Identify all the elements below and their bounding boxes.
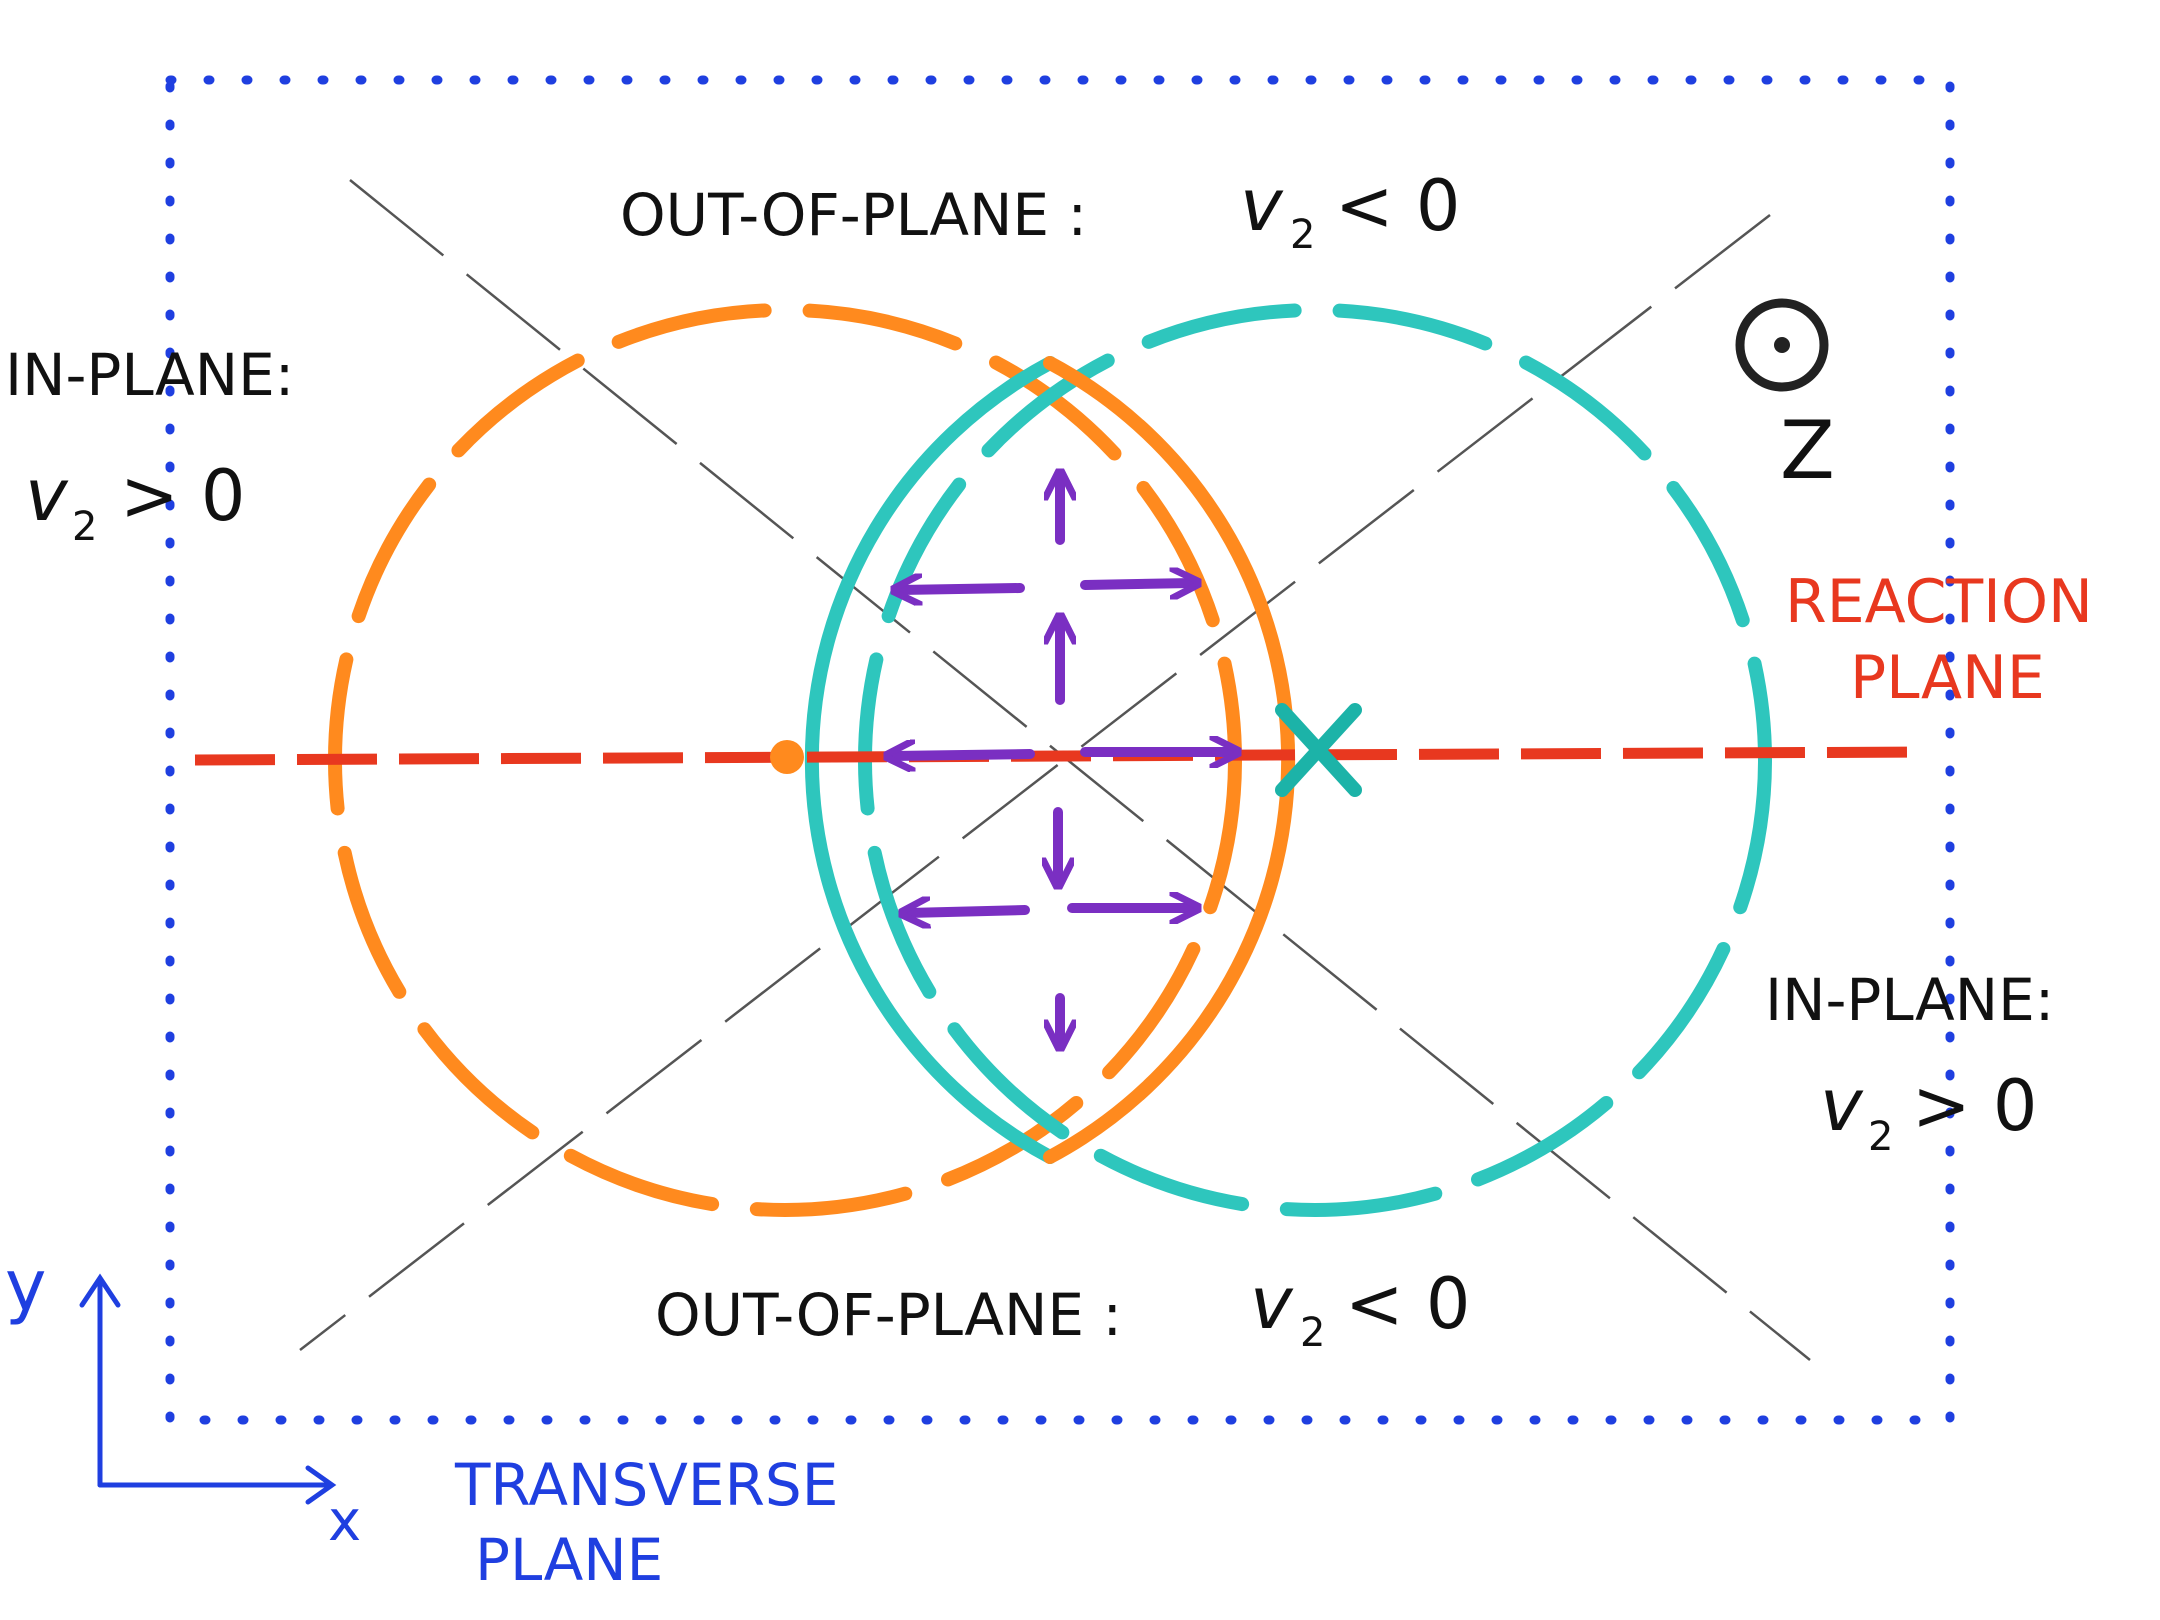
transverse-plane-label-line1: TRANSVERSE (454, 1451, 838, 1519)
svg-text:v: v (1820, 1063, 1864, 1147)
svg-text:v: v (25, 453, 69, 537)
pressure-gradient-arrows (893, 478, 1232, 1042)
y-axis-label: y (5, 1245, 46, 1327)
out-of-page-circle-dot-icon (1735, 298, 1829, 392)
svg-text:< 0: < 0 (1335, 165, 1460, 247)
svg-text:< 0: < 0 (1345, 1263, 1470, 1345)
reaction-plane-label-line1: REACTION (1785, 567, 2093, 637)
diagonal-guide-1 (349, 179, 1811, 1361)
v2-positive-left: v 2 > 0 (25, 453, 245, 550)
svg-text:2: 2 (1290, 212, 1315, 258)
svg-text:> 0: > 0 (1912, 1065, 2037, 1147)
arrow-left-lower (908, 910, 1030, 913)
svg-text:2: 2 (1868, 1114, 1893, 1160)
svg-text:v: v (1240, 163, 1284, 247)
out-of-plane-bottom-label: OUT-OF-PLANE : (655, 1281, 1122, 1349)
xy-axes (79, 1273, 337, 1505)
arrow-left-center (893, 754, 1035, 756)
in-plane-left-label: IN-PLANE: (5, 341, 294, 409)
reaction-plane-line (194, 746, 1926, 766)
arrow-left-upper (900, 588, 1025, 590)
arrow-right-upper (1080, 583, 1192, 585)
orange-center-dot (770, 740, 804, 774)
v2-positive-right: v 2 > 0 (1820, 1063, 2037, 1160)
cross-x-icon (1275, 703, 1362, 797)
svg-text:v: v (1250, 1261, 1294, 1345)
transverse-plane-label-line2: PLANE (475, 1526, 663, 1594)
z-axis-label: Z (1780, 404, 1835, 497)
reaction-plane-label-line2: PLANE (1850, 643, 2045, 713)
in-plane-right-label: IN-PLANE: (1765, 966, 2054, 1034)
v2-negative-bottom: v 2 < 0 (1250, 1261, 1470, 1356)
svg-text:2: 2 (72, 504, 97, 550)
diagonal-guide-2 (299, 214, 1771, 1351)
diagonal-guides (299, 179, 1811, 1361)
x-axis-label: x (328, 1489, 361, 1554)
svg-text:2: 2 (1300, 1310, 1325, 1356)
v2-negative-top: v 2 < 0 (1240, 163, 1460, 258)
svg-text:> 0: > 0 (120, 455, 245, 537)
out-of-plane-top-label: OUT-OF-PLANE : (620, 181, 1087, 249)
